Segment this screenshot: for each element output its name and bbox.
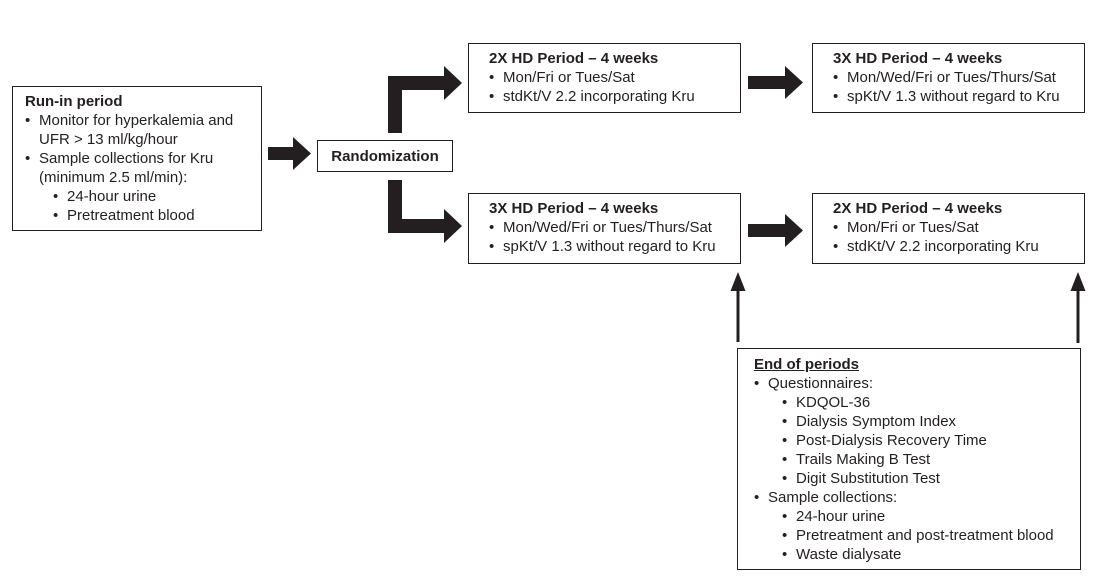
bullet-icon: • [489, 88, 495, 105]
list-item-text: Digit Substitution Test [796, 470, 940, 487]
bullet-icon: • [782, 413, 788, 430]
list-item: UFR > 13 ml/kg/hour [25, 130, 255, 149]
bullet-icon: • [754, 489, 760, 506]
arrow-run-in-to-randomization-icon [268, 137, 311, 170]
list-item-text: 24-hour urine [67, 188, 157, 205]
bullet-icon: • [53, 207, 59, 224]
list-item: • stdKt/V 2.2 incorporating Kru [833, 237, 1078, 256]
list-item-text: (minimum 2.5 ml/min): [39, 169, 188, 186]
list-item-text: Dialysis Symptom Index [796, 413, 957, 430]
box-title: 2X HD Period – 4 weeks [833, 200, 1003, 217]
bullet-icon: • [25, 150, 31, 167]
bullet-icon: • [782, 508, 788, 525]
list-item: • Mon/Wed/Fri or Tues/Thurs/Sat [833, 68, 1078, 87]
list-item-text: UFR > 13 ml/kg/hour [39, 131, 178, 148]
bullet-icon: • [489, 219, 495, 236]
bullet-icon: • [489, 69, 495, 86]
list-item: • Pretreatment and post-treatment blood [782, 526, 1074, 545]
arrowhead-end-periods-left-icon [730, 272, 746, 291]
run-in-period-box: Run-in period • Monitor for hyperkalemia… [12, 86, 262, 231]
seq2-period2-box: 2X HD Period – 4 weeks • Mon/Fri or Tues… [812, 193, 1085, 264]
list-item-text: Pretreatment blood [67, 207, 195, 224]
randomization-label: Randomization [331, 147, 439, 165]
list-item: • 24-hour urine [53, 187, 255, 206]
bullet-icon: • [754, 375, 760, 392]
list-item: • spKt/V 1.3 without regard to Kru [489, 237, 734, 256]
list-item-text: Waste dialysate [796, 546, 902, 563]
list-item: • Mon/Fri or Tues/Sat [489, 68, 734, 87]
list-item-text: KDQOL-36 [796, 394, 871, 411]
bullet-icon: • [782, 546, 788, 563]
list-item: • Digit Substitution Test [782, 469, 1074, 488]
list-item-text: Mon/Fri or Tues/Sat [503, 69, 635, 86]
list-item-text: spKt/V 1.3 without regard to Kru [847, 88, 1060, 105]
list-item-text: Sample collections: [768, 489, 898, 506]
end-of-periods-title: End of periods [754, 356, 859, 373]
seq1-period1-box: 2X HD Period – 4 weeks • Mon/Fri or Tues… [468, 43, 741, 113]
randomization-box: Randomization [317, 140, 453, 172]
list-item: • spKt/V 1.3 without regard to Kru [833, 87, 1078, 106]
box-title: 3X HD Period – 4 weeks [489, 200, 659, 217]
list-item: • Sample collections: [754, 488, 1074, 507]
arrowhead-end-periods-right-icon [1070, 272, 1086, 291]
bullet-icon: • [782, 527, 788, 544]
list-item: • Trails Making B Test [782, 450, 1074, 469]
list-item-text: Pretreatment and post-treatment blood [796, 527, 1054, 544]
bullet-icon: • [833, 69, 839, 86]
box-title: 3X HD Period – 4 weeks [833, 50, 1003, 67]
bullet-icon: • [25, 112, 31, 129]
box-title: 2X HD Period – 4 weeks [489, 50, 659, 67]
list-item: • KDQOL-36 [782, 393, 1074, 412]
list-item-text: Mon/Wed/Fri or Tues/Thurs/Sat [847, 69, 1056, 86]
bullet-icon: • [782, 470, 788, 487]
bullet-icon: • [489, 238, 495, 255]
list-item: (minimum 2.5 ml/min): [25, 168, 255, 187]
seq2-period1-box: 3X HD Period – 4 weeks • Mon/Wed/Fri or … [468, 193, 741, 264]
list-item: • Post-Dialysis Recovery Time [782, 431, 1074, 450]
list-item: • Mon/Wed/Fri or Tues/Thurs/Sat [489, 218, 734, 237]
seq1-period2-box: 3X HD Period – 4 weeks • Mon/Wed/Fri or … [812, 43, 1085, 113]
list-item-text: Mon/Wed/Fri or Tues/Thurs/Sat [503, 219, 712, 236]
end-of-periods-box: End of periods • Questionnaires: • KDQOL… [737, 348, 1081, 570]
list-item: • Questionnaires: [754, 374, 1074, 393]
arrow-seq2-p1-to-p2-icon [748, 214, 803, 247]
bullet-icon: • [782, 394, 788, 411]
arrow-seq1-p1-to-p2-icon [748, 66, 803, 99]
list-item-text: Sample collections for Kru [39, 150, 214, 167]
list-item-text: Monitor for hyperkalemia and [39, 112, 234, 129]
bullet-icon: • [833, 219, 839, 236]
list-item: • Dialysis Symptom Index [782, 412, 1074, 431]
list-item: • Mon/Fri or Tues/Sat [833, 218, 1078, 237]
run-in-title: Run-in period [25, 93, 123, 110]
list-item: • 24-hour urine [782, 507, 1074, 526]
arrow-randomization-to-seq1-icon [388, 66, 462, 133]
list-item: • Waste dialysate [782, 545, 1074, 564]
list-item-text: Trails Making B Test [796, 451, 931, 468]
list-item: • Sample collections for Kru [25, 149, 255, 168]
bullet-icon: • [782, 432, 788, 449]
bullet-icon: • [833, 88, 839, 105]
list-item: • Monitor for hyperkalemia and [25, 111, 255, 130]
list-item-text: 24-hour urine [796, 508, 886, 525]
list-item-text: Mon/Fri or Tues/Sat [847, 219, 979, 236]
arrow-randomization-to-seq2-icon [388, 180, 462, 243]
bullet-icon: • [833, 238, 839, 255]
list-item: • stdKt/V 2.2 incorporating Kru [489, 87, 734, 106]
list-item-text: stdKt/V 2.2 incorporating Kru [847, 238, 1039, 255]
bullet-icon: • [782, 451, 788, 468]
bullet-icon: • [53, 188, 59, 205]
list-item-text: stdKt/V 2.2 incorporating Kru [503, 88, 695, 105]
list-item-text: spKt/V 1.3 without regard to Kru [503, 238, 716, 255]
list-item-text: Questionnaires: [768, 375, 874, 392]
list-item: • Pretreatment blood [53, 206, 255, 225]
list-item-text: Post-Dialysis Recovery Time [796, 432, 987, 449]
